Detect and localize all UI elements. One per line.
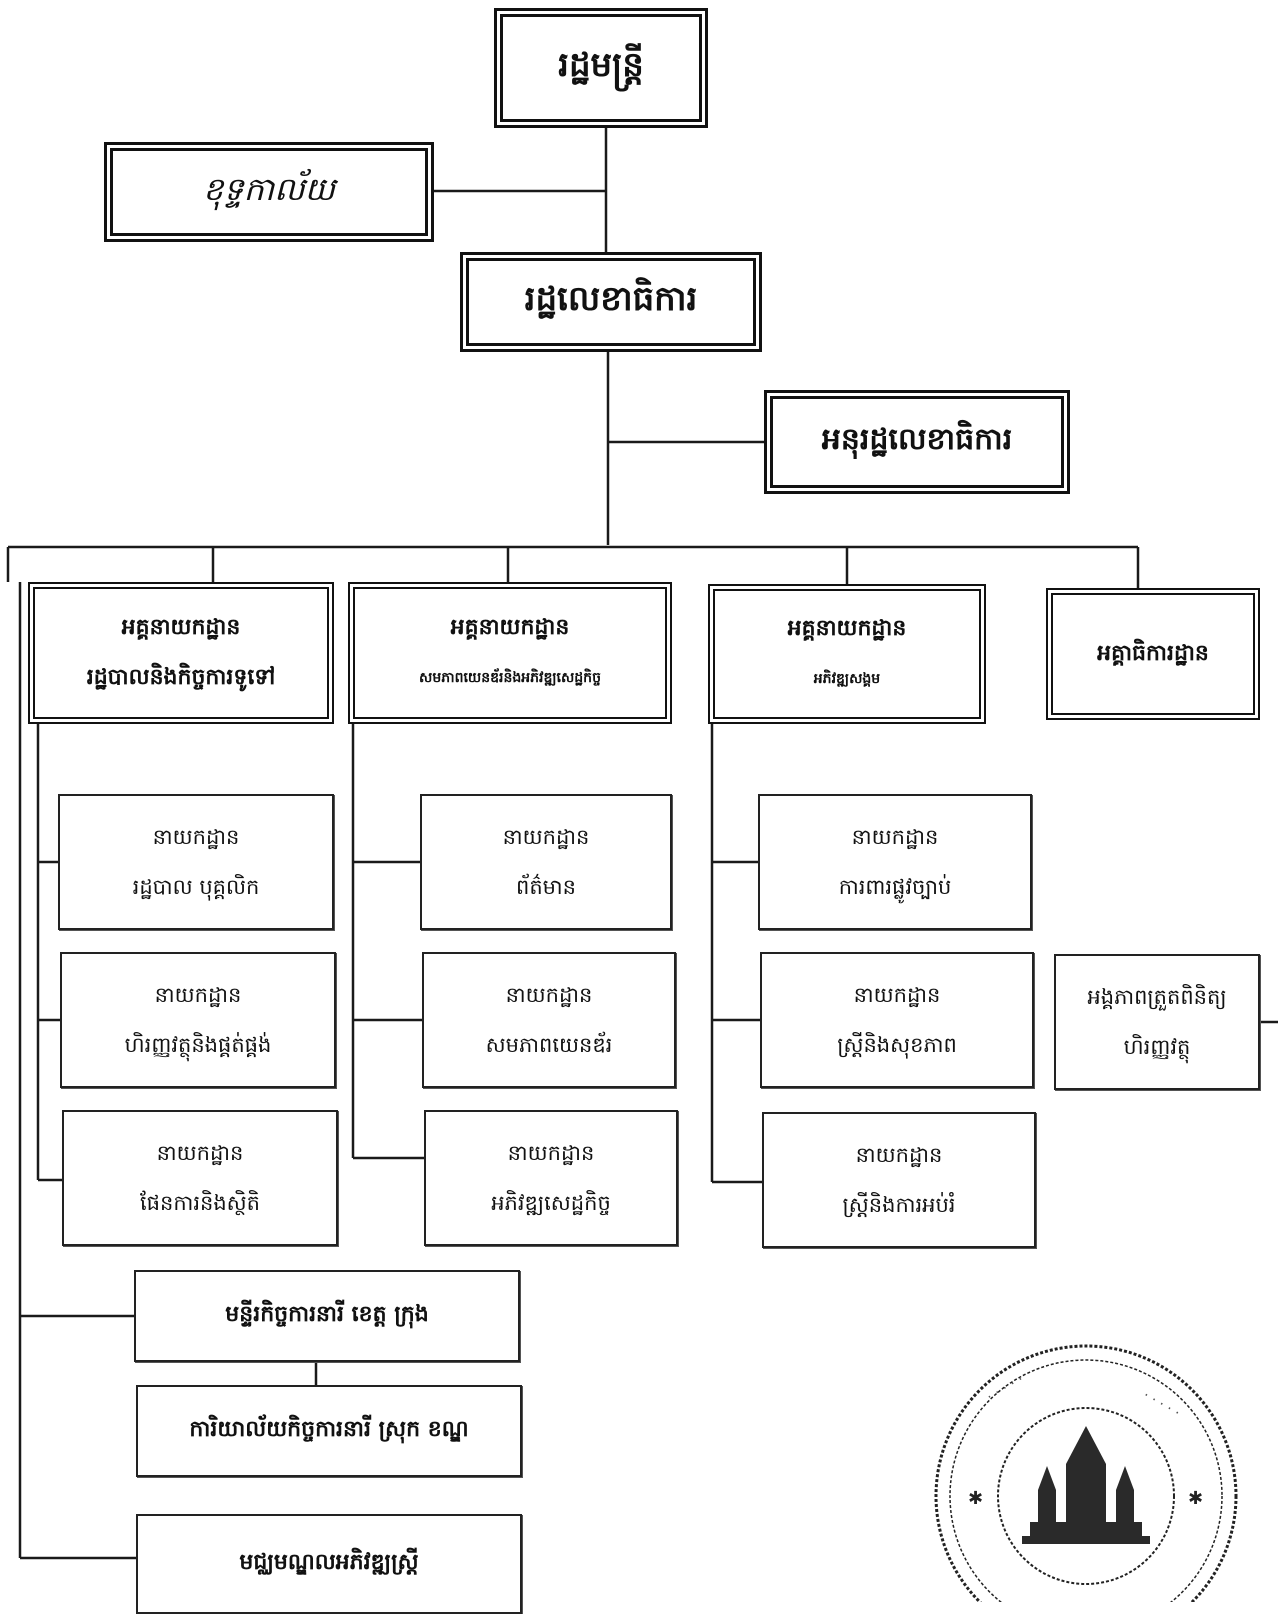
department-legal-protection-box: នាយកដ្ឋាន ការពារផ្លូវច្បាប់ [758,794,1032,930]
general-department-gender-box: អគ្គនាយកដ្ឋាន សមភាពយេនឌ័រនិងអភិវឌ្ឍសេដ្ឋ… [348,582,672,724]
general-department-social-box: អគ្គនាយកដ្ឋាន អភិវឌ្ឍសង្គម [708,584,986,724]
department-subtitle: ព័ត៌មាន [516,875,576,899]
general-department-title: អគ្គនាយកដ្ឋាន [450,615,570,640]
general-department-subtitle: សមភាពយេនឌ័រនិងអភិវឌ្ឍសេដ្ឋកិច្ច [419,670,601,686]
department-information-box: នាយកដ្ឋាន ព័ត៌មាន [420,794,672,930]
minister-box: រដ្ឋមន្ត្រី [494,8,708,128]
district-office-box: ការិយាល័យកិច្ចការនារី ស្រុក ខណ្ឌ [136,1385,522,1477]
svg-text:· · · · ·: · · · · · [1140,1388,1183,1422]
department-title: នាយកដ្ឋាន [505,983,593,1007]
financial-control-unit-title: អង្គភាពត្រួតពិនិត្យ [1087,985,1227,1009]
department-title: នាយកដ្ឋាន [851,825,939,849]
svg-text:✱: ✱ [1188,1488,1203,1509]
department-subtitle: រដ្ឋបាល បុគ្គលិក [132,875,260,899]
minister-label: រដ្ឋមន្ត្រី [558,45,644,85]
department-women-health-box: នាយកដ្ឋាន ស្ត្រីនិងសុខភាព [760,952,1034,1088]
department-subtitle: អភិវឌ្ឍសេដ្ឋកិច្ច [491,1191,611,1215]
department-subtitle: សមភាពយេនឌ័រ [485,1033,613,1057]
department-subtitle: ហិរញ្ញវត្ថុនិងផ្គត់ផ្គង់ [124,1033,272,1057]
inspectorate-box: អគ្គាធិការដ្ឋាន [1046,588,1260,720]
department-planning-box: នាយកដ្ឋាន ផែនការនិងស្ថិតិ [62,1110,338,1246]
secretary-of-state-box: រដ្ឋលេខាធិការ [460,252,762,352]
department-subtitle: ស្ត្រីនិងការអប់រំ [842,1193,956,1217]
financial-control-unit-box: អង្គភាពត្រួតពិនិត្យ ហិរញ្ញវត្ថុ [1054,954,1260,1090]
department-finance-box: នាយកដ្ឋាន ហិរញ្ញវត្ថុនិងផ្គត់ផ្គង់ [60,952,336,1088]
department-women-education-box: នាយកដ្ឋាន ស្ត្រីនិងការអប់រំ [762,1112,1036,1248]
department-personnel-box: នាយកដ្ឋាន រដ្ឋបាល បុគ្គលិក [58,794,334,930]
department-title: នាយកដ្ឋាន [853,983,941,1007]
women-development-center-label: មជ្ឈមណ្ឌលអភិវឌ្ឍស្ត្រី [239,1550,419,1575]
general-department-subtitle: អភិវឌ្ឍសង្គម [813,671,881,687]
under-secretary-of-state-label: អនុរដ្ឋលេខាធិការ [821,422,1013,457]
svg-text:✱: ✱ [968,1488,983,1509]
department-title: នាយកដ្ឋាន [154,983,242,1007]
temple-emblem-icon [1022,1426,1150,1544]
general-department-title: អគ្គនាយកដ្ឋាន [787,616,907,641]
svg-text:· · · · ·: · · · · · [984,1372,1027,1406]
under-secretary-of-state-box: អនុរដ្ឋលេខាធិការ [764,390,1070,494]
department-gender-equality-box: នាយកដ្ឋាន សមភាពយេនឌ័រ [422,952,676,1088]
financial-control-unit-subtitle: ហិរញ្ញវត្ថុ [1123,1035,1191,1059]
provincial-department-box: មន្ទីរកិច្ចការនារី ខេត្ត ក្រុង [134,1270,520,1362]
department-title: នាយកដ្ឋាន [855,1143,943,1167]
department-subtitle: ស្ត្រីនិងសុខភាព [837,1033,957,1057]
cabinet-box: ខុទ្ទកាល័យ [104,142,434,242]
department-title: នាយកដ្ឋាន [156,1141,244,1165]
women-development-center-box: មជ្ឈមណ្ឌលអភិវឌ្ឍស្ត្រី [136,1514,522,1614]
department-subtitle: ផែនការនិងស្ថិតិ [140,1191,260,1215]
general-department-title: អគ្គនាយកដ្ឋាន [121,615,241,640]
secretary-of-state-label: រដ្ឋលេខាធិការ [524,279,698,319]
department-title: នាយកដ្ឋាន [507,1141,595,1165]
department-subtitle: ការពារផ្លូវច្បាប់ [838,875,952,899]
department-economic-development-box: នាយកដ្ឋាន អភិវឌ្ឍសេដ្ឋកិច្ច [424,1110,678,1246]
inspectorate-label: អគ្គាធិការដ្ឋាន [1097,641,1209,666]
department-title: នាយកដ្ឋាន [152,825,240,849]
general-department-admin-box: អគ្គនាយកដ្ឋាន រដ្ឋបាលនិងកិច្ចការទូទៅ [28,582,334,724]
provincial-department-label: មន្ទីរកិច្ចការនារី ខេត្ត ក្រុង [225,1302,429,1327]
official-seal-stamp: · · · · · · · · · · ✱ ✱ [934,1344,1238,1602]
cabinet-label: ខុទ្ទកាល័យ [202,169,336,208]
district-office-label: ការិយាល័យកិច្ចការនារី ស្រុក ខណ្ឌ [189,1417,469,1442]
department-title: នាយកដ្ឋាន [502,825,590,849]
general-department-subtitle: រដ្ឋបាលនិងកិច្ចការទូទៅ [86,665,276,690]
